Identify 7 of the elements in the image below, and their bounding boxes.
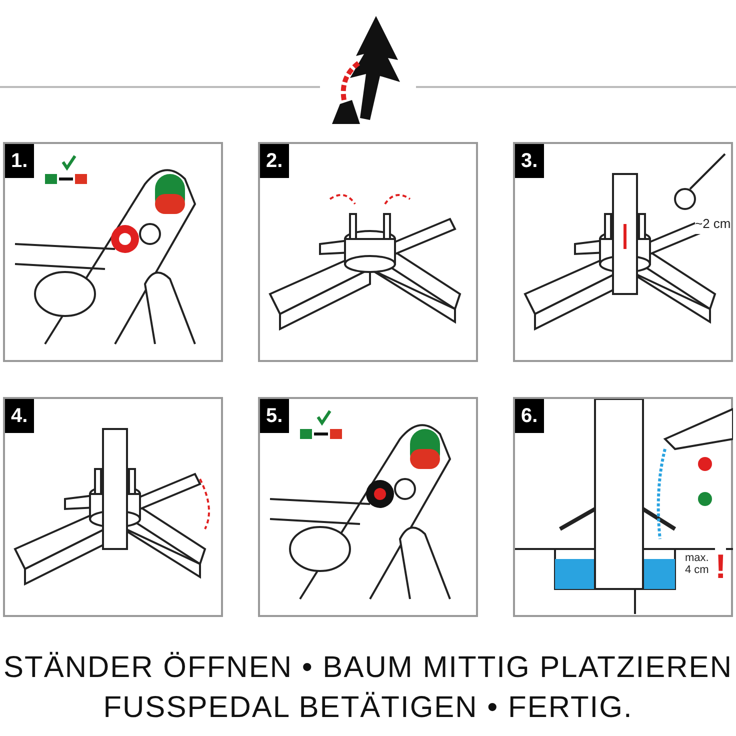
step-number: 1. [5,144,34,178]
step-number: 3. [515,144,544,178]
step-number: 4. [5,399,34,433]
step-number: 6. [515,399,544,433]
step-number: 2. [260,144,289,178]
caption: STÄNDER ÖFFNEN • BAUM MITTIG PLATZIEREN FUSSPEDAL BETÄTIGEN • FERTIG. [2,650,734,726]
step-number: 5. [260,399,289,433]
